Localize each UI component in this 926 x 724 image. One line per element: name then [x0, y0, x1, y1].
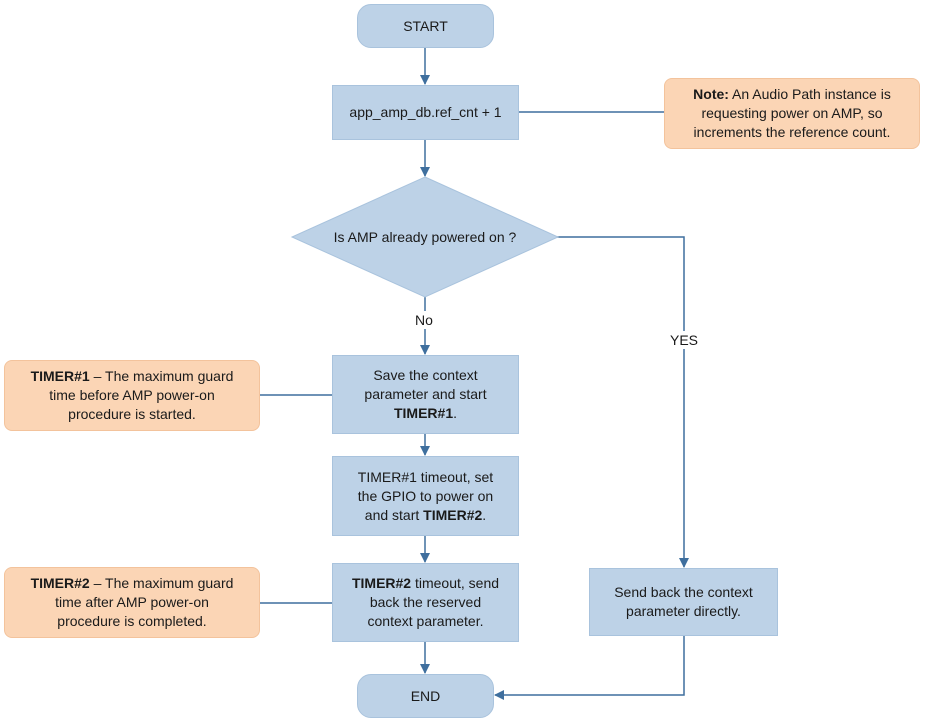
note-amp-bold: Note: — [693, 86, 729, 102]
timer2-line1-tail: timeout, send — [411, 575, 500, 591]
timer2-bold: TIMER#2 — [351, 575, 412, 591]
save-line2: parameter and start — [364, 386, 487, 402]
start-label: START — [403, 17, 448, 34]
save-context-node: Save the context parameter and start TIM… — [332, 355, 519, 434]
increment-ref-count-node: app_amp_db.ref_cnt + 1 — [332, 85, 519, 140]
edge-label-yes: YES — [667, 331, 702, 349]
decision-label: Is AMP already powered on ? — [300, 228, 550, 246]
note-timer1-line2: time before AMP power-on — [49, 387, 215, 403]
edge-decision-yes — [557, 236, 689, 568]
edge-sendback-to-end — [494, 636, 685, 700]
note-amp-line1: An Audio Path instance is — [728, 86, 891, 102]
end-node: END — [357, 674, 494, 718]
send-back-node: Send back the context parameter directly… — [589, 568, 778, 636]
save-line1: Save the context — [373, 367, 478, 383]
note-amp-line2: requesting power on AMP, so — [701, 105, 883, 121]
decision-diamond — [290, 176, 560, 298]
save-timer-bold: TIMER#1 — [393, 405, 454, 421]
increment-label: app_amp_db.ref_cnt + 1 — [349, 104, 502, 120]
decision-text: Is AMP already powered on ? — [333, 229, 517, 245]
end-label: END — [410, 687, 441, 704]
note-timer2-line3: procedure is completed. — [57, 613, 207, 629]
timer2-line2: back the reserved — [369, 594, 482, 610]
timer1-timeout-node: TIMER#1 timeout, set the GPIO to power o… — [332, 456, 519, 536]
note-timer1-bold: TIMER#1 — [30, 368, 90, 384]
timer2-timeout-node: TIMER#2 timeout, send back the reserved … — [332, 563, 519, 642]
timer1-bold: TIMER#2 — [423, 506, 483, 523]
note-timer1-line3: procedure is started. — [68, 406, 196, 422]
note-amp: Note: An Audio Path instance is requesti… — [664, 78, 920, 149]
timer1-tail: . — [482, 506, 487, 523]
note-timer2-line1: – The maximum guard — [89, 575, 234, 591]
note-timer2-line2: time after AMP power-on — [55, 594, 209, 610]
note-timer1: TIMER#1 – The maximum guard time before … — [4, 360, 260, 431]
note-timer1-line1: – The maximum guard — [89, 368, 234, 384]
edge-label-no: No — [412, 311, 436, 329]
timer1-line2: the GPIO to power on — [357, 487, 494, 504]
note-amp-line3: increments the reference count. — [693, 124, 891, 140]
timer1-line1: TIMER#1 timeout, set — [357, 468, 494, 485]
sendback-line2: parameter directly. — [626, 603, 741, 619]
note-timer2: TIMER#2 – The maximum guard time after A… — [4, 567, 260, 638]
note-timer2-bold: TIMER#2 — [30, 575, 90, 591]
sendback-line1: Send back the context — [614, 584, 753, 600]
start-node: START — [357, 4, 494, 48]
timer2-line3: context parameter. — [367, 613, 484, 629]
timer1-line3-pre: and start — [364, 506, 424, 523]
save-tail: . — [453, 405, 457, 421]
